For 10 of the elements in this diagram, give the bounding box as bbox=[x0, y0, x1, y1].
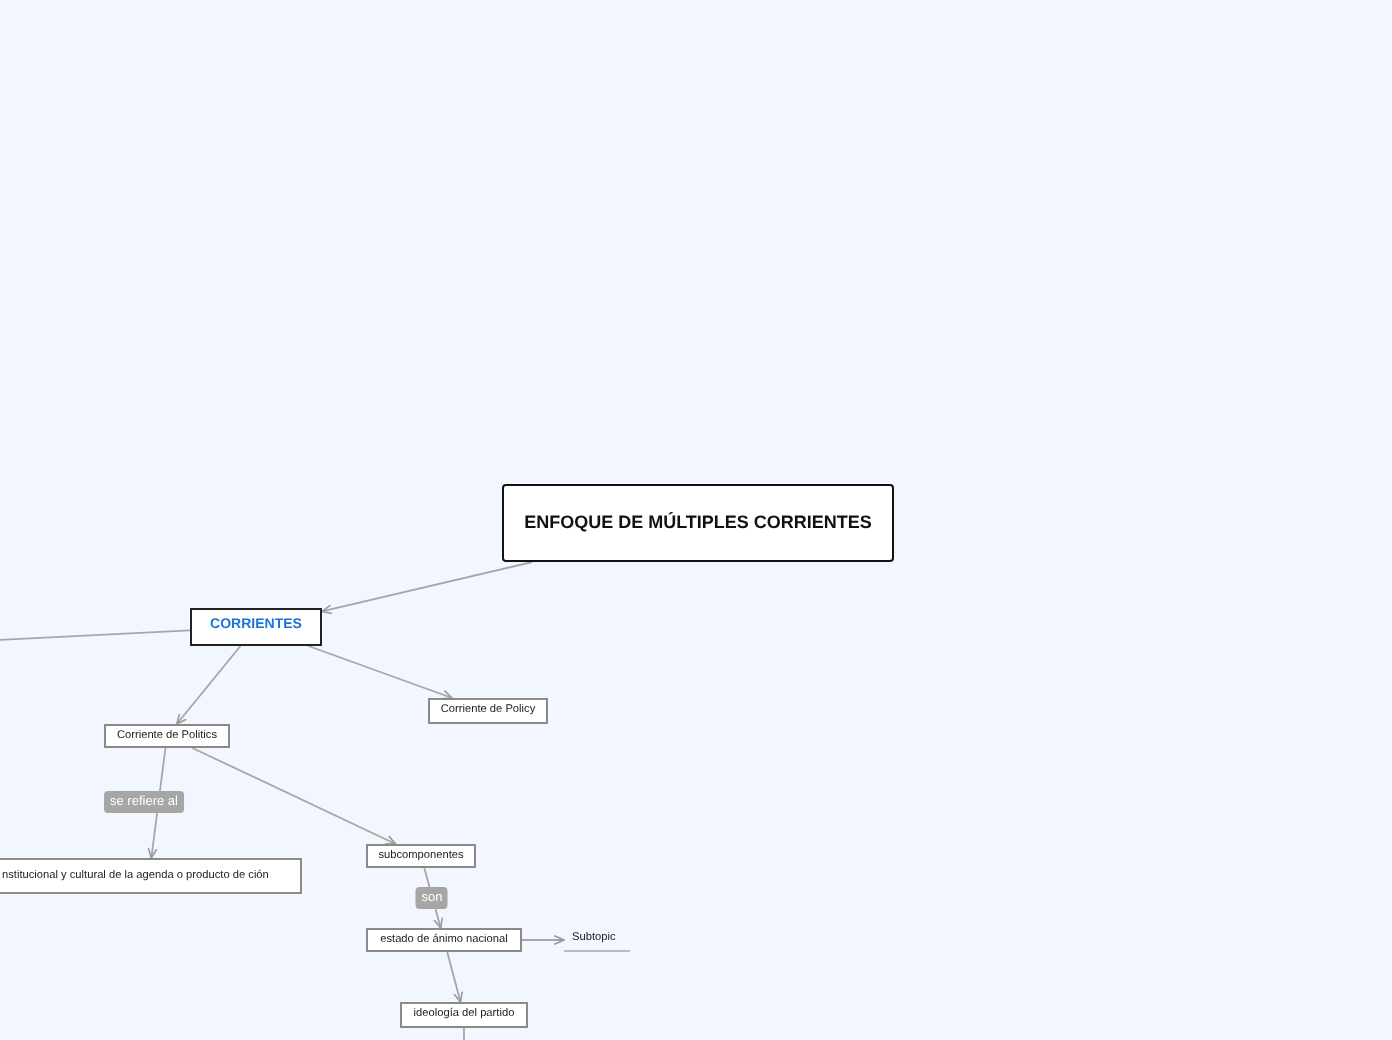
arrow bbox=[191, 747, 397, 845]
arrow bbox=[175, 645, 242, 725]
arrow bbox=[423, 867, 444, 929]
connector-line bbox=[463, 1027, 465, 1040]
arrow bbox=[321, 561, 534, 615]
arrow bbox=[307, 645, 453, 700]
arrow bbox=[446, 951, 463, 1003]
connector-line bbox=[0, 629, 191, 641]
arrow bbox=[521, 934, 565, 946]
topic-box: ENFOQUE DE MÚLTIPLES CORRIENTES bbox=[502, 484, 894, 562]
